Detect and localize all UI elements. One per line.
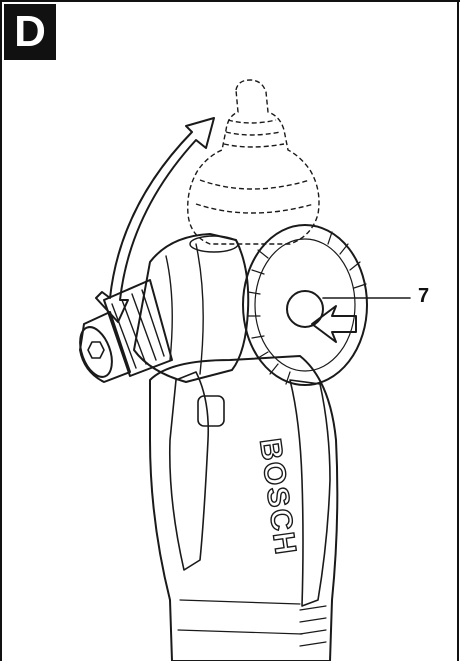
release-button-7 bbox=[286, 290, 324, 328]
frame-right-border bbox=[457, 0, 459, 661]
tool-grip bbox=[149, 355, 339, 661]
brand-label: BOSCH bbox=[253, 436, 302, 558]
rotary-joint bbox=[242, 224, 368, 386]
grip-button-small bbox=[197, 395, 225, 427]
ghost-head-outline bbox=[187, 79, 320, 245]
callout-number-7: 7 bbox=[418, 285, 430, 307]
frame-top-border bbox=[0, 0, 460, 2]
press-arrow-icon bbox=[311, 305, 357, 343]
tool-head-angled bbox=[133, 233, 250, 383]
rotation-arrow-icon bbox=[95, 117, 215, 323]
tool-chuck bbox=[79, 279, 173, 383]
figure-letter-badge: D bbox=[4, 4, 56, 60]
frame-left-border bbox=[0, 0, 2, 661]
